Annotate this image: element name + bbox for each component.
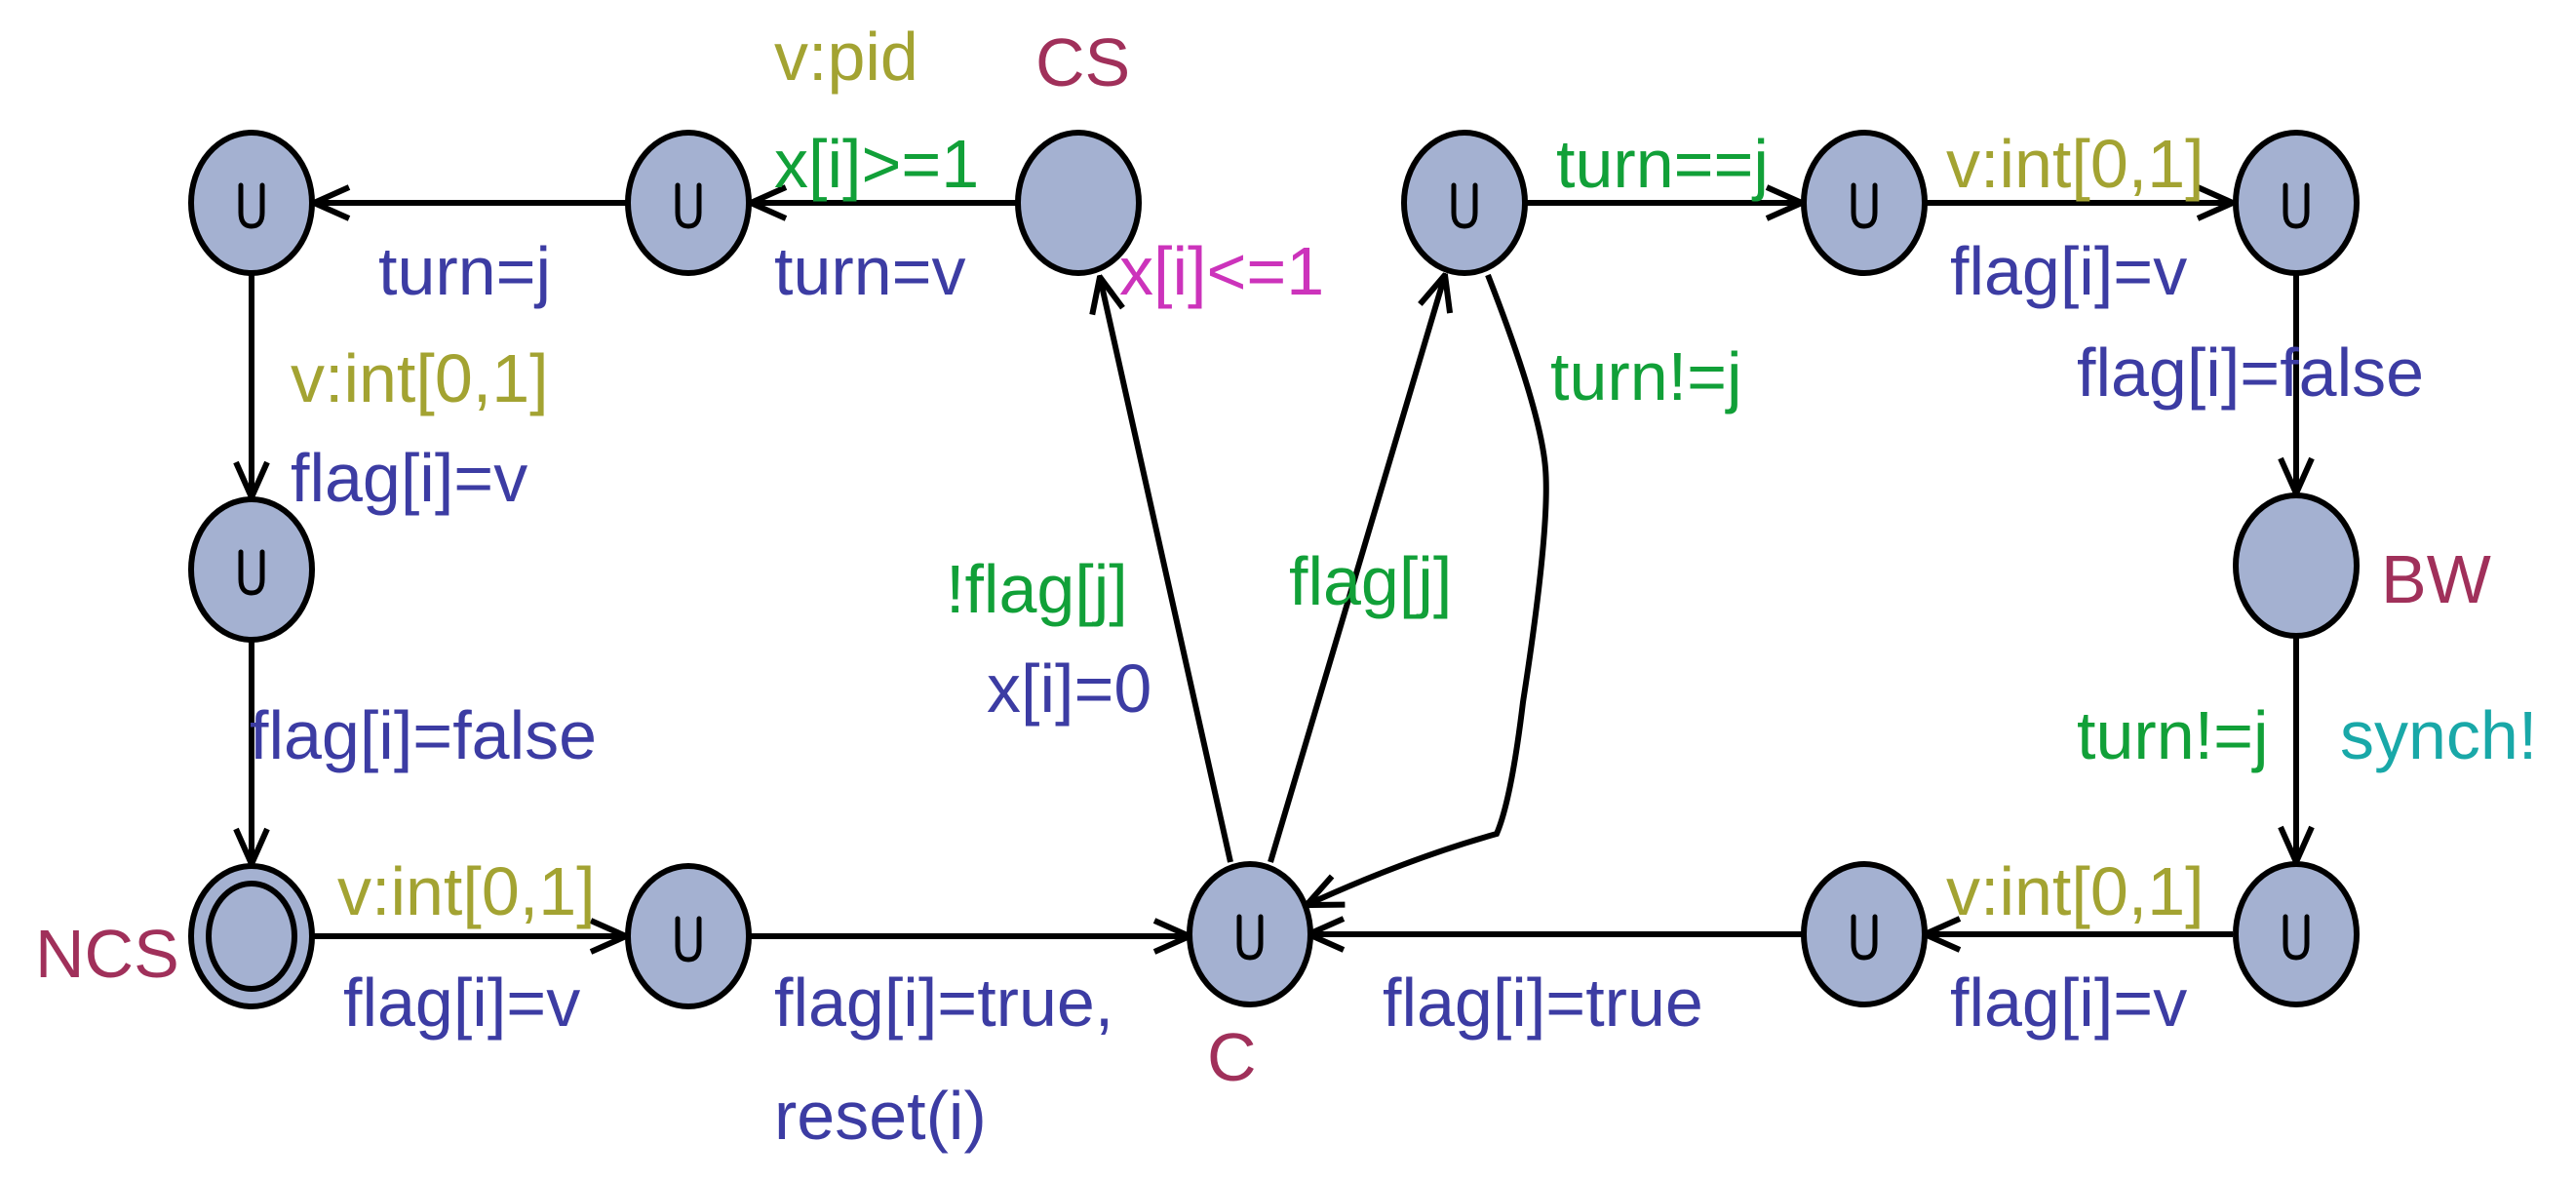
urgent-icon xyxy=(1851,914,1878,961)
location-l7 xyxy=(2233,861,2360,1007)
location-l8 xyxy=(1801,861,1928,1007)
urgent-icon xyxy=(238,182,265,229)
update-label: flag[i]=false xyxy=(2077,335,2424,411)
urgent-icon xyxy=(238,549,265,596)
select-label: v:int[0,1] xyxy=(1946,853,2205,929)
guard-label: turn!=j xyxy=(2077,697,2269,773)
locations xyxy=(188,130,2360,1009)
urgent-icon xyxy=(2283,182,2310,229)
location-bw xyxy=(2233,492,2360,639)
select-label: v:int[0,1] xyxy=(337,853,596,929)
update-label: flag[i]=v xyxy=(1950,233,2187,309)
update-label: turn=j xyxy=(378,233,551,309)
edge-c-to-cs xyxy=(1100,277,1233,863)
initial-marker-icon xyxy=(206,881,297,992)
edge-c-to-l4 xyxy=(1268,275,1445,863)
update-label: flag[i]=false xyxy=(250,697,597,773)
urgent-icon xyxy=(1851,182,1878,229)
location-names: CS NCS C BW xyxy=(35,24,2491,1095)
guard-label: turn!=j xyxy=(1550,338,1742,414)
guard-label: flag[j] xyxy=(1289,543,1452,619)
urgent-icon xyxy=(2283,914,2310,961)
select-label: v:int[0,1] xyxy=(291,340,549,416)
guard-label: turn==j xyxy=(1556,126,1769,202)
update-label: flag[i]=true, xyxy=(774,964,1113,1041)
urgent-icon xyxy=(675,916,702,963)
update-label: x[i]=0 xyxy=(987,650,1151,727)
location-name-cs: CS xyxy=(1035,24,1130,100)
guard-label: x[i]>=1 xyxy=(774,126,979,202)
select-label: v:pid xyxy=(774,19,918,95)
location-l1 xyxy=(625,130,752,276)
location-l2 xyxy=(188,496,315,643)
location-name-bw: BW xyxy=(2381,541,2491,617)
location-name-ncs: NCS xyxy=(35,916,179,992)
location-cs xyxy=(1015,130,1142,276)
edge-l4-loop-to-c xyxy=(1307,273,1549,905)
location-ncs-initial xyxy=(188,863,315,1009)
location-l5 xyxy=(1801,130,1928,276)
update-label: reset(i) xyxy=(774,1078,987,1154)
update-label: flag[i]=v xyxy=(343,964,580,1041)
urgent-icon xyxy=(1236,914,1264,961)
location-l3 xyxy=(625,863,752,1009)
edges xyxy=(252,203,2296,936)
location-c xyxy=(1187,861,1313,1007)
guard-label: !flag[j] xyxy=(946,551,1128,627)
sync-label: synch! xyxy=(2340,697,2537,773)
update-label: flag[i]=true xyxy=(1383,964,1703,1041)
invariant-cs: x[i]<=1 xyxy=(1119,233,1324,309)
update-label: flag[i]=v xyxy=(1950,964,2187,1041)
urgent-icon xyxy=(1451,182,1478,229)
location-l0 xyxy=(188,130,315,276)
location-l4 xyxy=(1401,130,1528,276)
update-label: turn=v xyxy=(774,233,966,309)
edge-labels: v:pid x[i]>=1 turn=v turn=j v:int[0,1] f… xyxy=(250,19,2537,1154)
update-label: flag[i]=v xyxy=(291,440,527,516)
select-label: v:int[0,1] xyxy=(1946,126,2205,202)
location-name-c: C xyxy=(1207,1019,1257,1095)
location-l6 xyxy=(2233,130,2360,276)
urgent-icon xyxy=(675,182,702,229)
